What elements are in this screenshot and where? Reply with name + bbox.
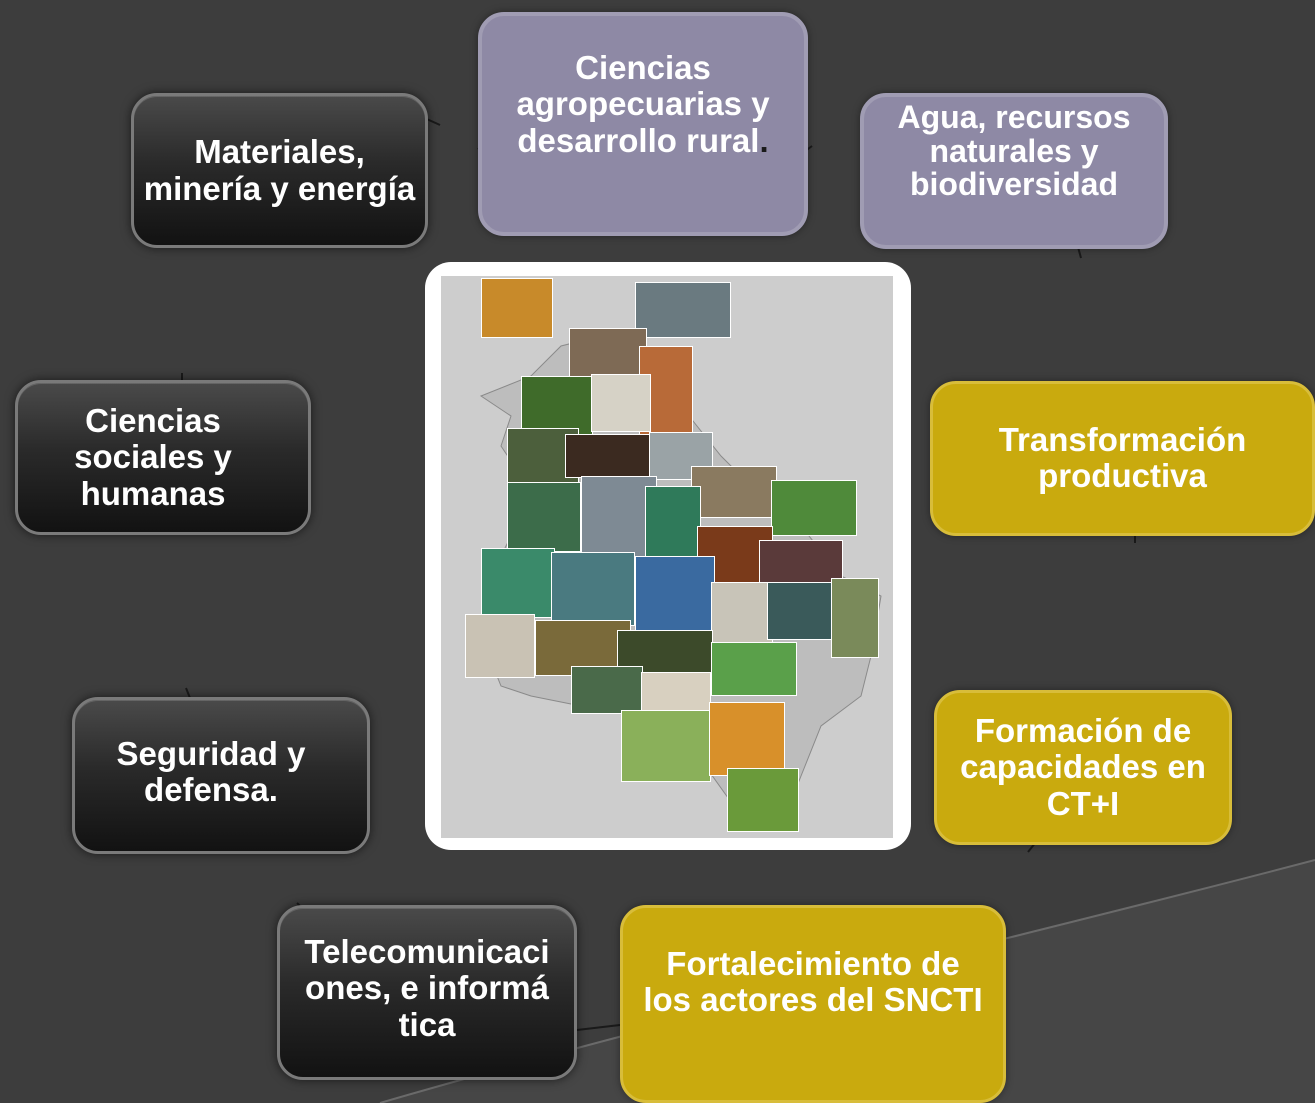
collage-photo [645,486,701,558]
node-agua-recursos-biodiversidad: Agua, recursos naturales y biodiversidad [860,93,1168,249]
node-label: Ciencias sociales y humanas [74,402,232,512]
collage-photo [565,434,651,478]
node-label: Fortalecimiento de los actores del SNCTI [643,945,983,1019]
collage-photo [481,548,555,618]
node-ciencias-agropecuarias: Ciencias agropecuarias y desarrollo rura… [478,12,808,236]
connector-line [576,1024,621,1031]
photo-collage-map-icon [441,276,893,838]
node-telecomunicaciones-informatica: Telecomunicaciones, e informática [277,905,577,1080]
collage-photo [571,666,643,714]
node-label: Agua, recursos naturales y biodiversidad [897,99,1131,203]
collage-photo [641,672,711,716]
collage-photo [621,710,711,782]
node-label: Transformación productiva [998,421,1247,495]
connector-line [185,687,191,699]
collage-photo [465,614,535,678]
node-seguridad-defensa: Seguridad y defensa. [72,697,370,854]
node-ciencias-sociales-humanas: Ciencias sociales y humanas [15,380,311,535]
collage-photo [711,642,797,696]
node-formacion-capacidades: Formación de capacidades en CT+I [934,690,1232,845]
collage-photo [581,476,657,558]
collage-photo [507,482,581,552]
collage-photo [831,578,879,658]
collage-photo [591,374,651,432]
node-label: Telecomunicaciones, e informática [304,933,550,1043]
collage-photo [635,282,731,338]
collage-photo [691,466,777,518]
node-label: Materiales, minería y energía [143,133,416,207]
node-transformacion-productiva: Transformación productiva [930,381,1315,536]
collage-photo [551,552,635,626]
node-fortalecimiento-actores: Fortalecimiento de los actores del SNCTI [620,905,1006,1103]
collage-photo [771,480,857,536]
center-image-frame [425,262,911,850]
node-label: Ciencias agropecuarias y desarrollo rura… [516,49,770,159]
collage-photo [727,768,799,832]
collage-photo [481,278,553,338]
node-materiales-mineria-energia: Materiales, minería y energía [131,93,428,248]
node-label: Formación de capacidades en CT+I [960,712,1206,822]
collage-photo [709,702,785,776]
collage-photo [635,556,715,640]
node-label: Seguridad y defensa. [116,735,306,809]
